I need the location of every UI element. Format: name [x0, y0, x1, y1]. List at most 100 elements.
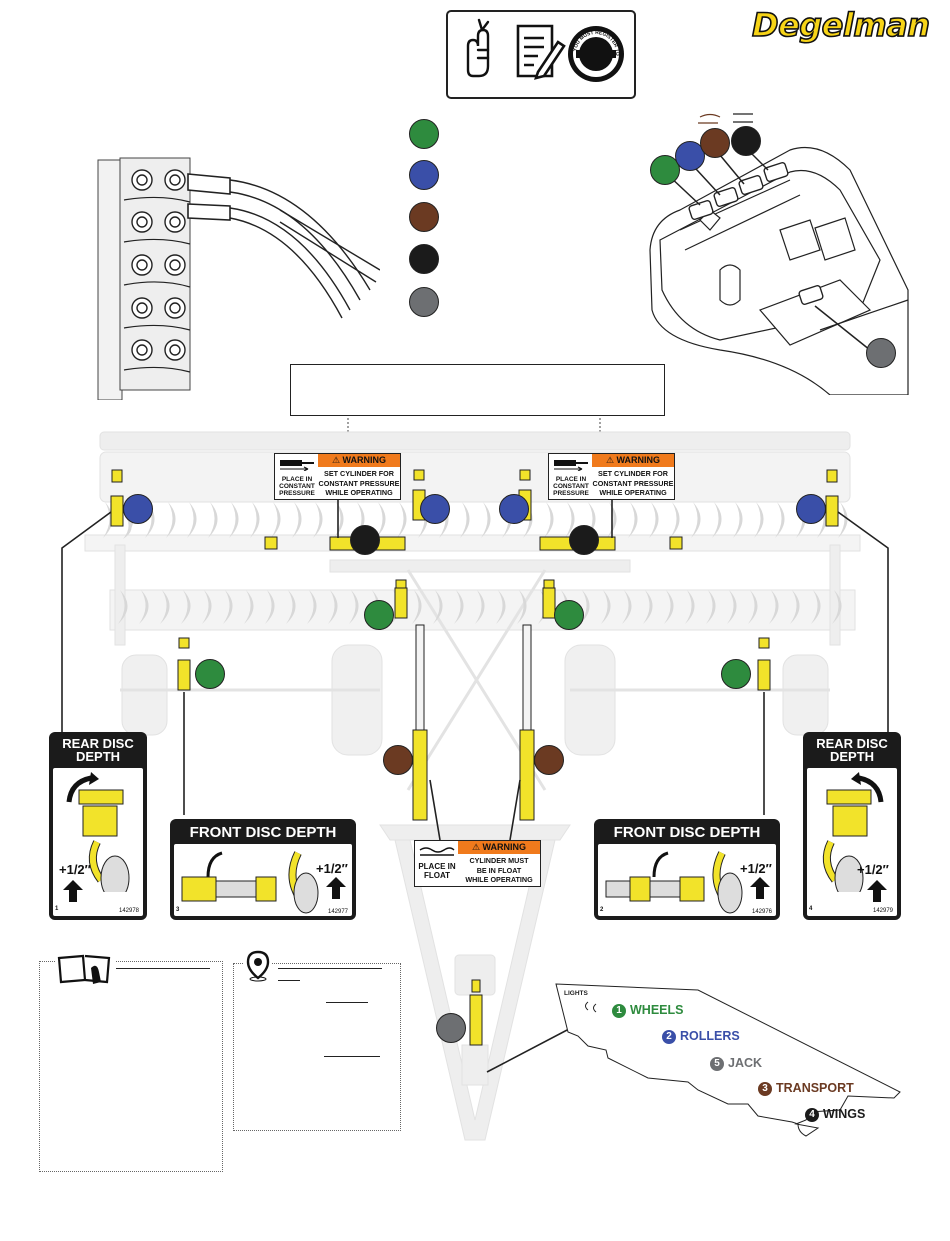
- disc-blade: [559, 590, 569, 624]
- disc-blade: [733, 502, 743, 538]
- disc-blade: [601, 590, 611, 624]
- finger-string-icon: [466, 18, 490, 78]
- tractor-control-console: [649, 113, 909, 395]
- warning-header: ⚠ WARNING: [592, 454, 674, 467]
- disc-blade: [412, 590, 422, 624]
- hose-coupler-illustration: [80, 150, 380, 400]
- manual-book-icon: [55, 952, 115, 986]
- disc-blade: [496, 590, 506, 624]
- disc-blade: [397, 502, 407, 538]
- key-dot-green: [409, 119, 439, 149]
- jack-dot-gray: [436, 1013, 466, 1043]
- rear-wheel-right-dot-blue: [796, 494, 826, 524]
- reminder-icon-box: YOU MUST REGISTER TO BE ELIGIBLE FOR: [446, 10, 636, 99]
- disc-blade: [370, 590, 380, 624]
- arrow-up-icon: [326, 877, 346, 899]
- front-left-dot-green: [364, 600, 394, 630]
- wheel-left-dot-green: [195, 659, 225, 689]
- disc-blade: [643, 590, 653, 624]
- location-heading-line-2: [278, 980, 300, 981]
- disc-blade: [250, 502, 260, 538]
- warning-header: ⚠ WARNING: [458, 841, 540, 854]
- disc-blade: [565, 502, 575, 538]
- key-dot-blue: [409, 160, 439, 190]
- disc-blade: [712, 502, 722, 538]
- disc-blade: [769, 590, 779, 624]
- wing-right-dot-black: [569, 525, 599, 555]
- disc-blade: [544, 502, 554, 538]
- disc-blade: [292, 502, 302, 538]
- rear-disc-depth-decal-left: REAR DISC DEPTH +1/2″ 1 142978: [49, 732, 147, 920]
- disc-blade: [160, 590, 170, 624]
- disc-blade: [202, 590, 212, 624]
- disc-blade: [307, 590, 317, 624]
- float-wave-icon: [419, 847, 455, 856]
- disc-blade: [433, 590, 443, 624]
- disc-blade: [622, 590, 632, 624]
- disc-blade: [775, 502, 785, 538]
- key-dot-brown: [409, 202, 439, 232]
- disc-blade: [454, 590, 464, 624]
- disc-blade: [580, 590, 590, 624]
- disc-blade: [607, 502, 617, 538]
- disc-blade: [313, 502, 323, 538]
- disc-blade: [460, 502, 470, 538]
- disc-blade: [649, 502, 659, 538]
- front-disc-adjust-illustration: [181, 851, 319, 914]
- disc-blade: [229, 502, 239, 538]
- rear-disc-depth-decal-right: REAR DISC DEPTH +1/2″ 4 142979: [803, 732, 901, 920]
- roller-right-dot-blue: [499, 494, 529, 524]
- warning-header: ⚠ WARNING: [318, 454, 400, 467]
- disc-blade: [475, 590, 485, 624]
- note-box: [290, 364, 665, 416]
- disc-blade: [586, 502, 596, 538]
- disc-blade: [727, 590, 737, 624]
- disc-blade: [706, 590, 716, 624]
- disc-blade: [223, 590, 233, 624]
- wing-left-dot-black: [350, 525, 380, 555]
- document-pen-icon: [516, 24, 566, 80]
- disc-blade: [811, 590, 821, 624]
- disc-blade: [286, 590, 296, 624]
- disc-blade: [139, 590, 149, 624]
- disc-blade: [481, 502, 491, 538]
- disc-blade: [271, 502, 281, 538]
- disc-blade: [118, 590, 128, 624]
- wheel-right-dot-green: [721, 659, 751, 689]
- rear-wheel-left-dot-blue: [123, 494, 153, 524]
- disc-blade: [355, 502, 365, 538]
- rear-disc-adjust-illustration: [66, 772, 130, 892]
- disc-blade: [670, 502, 680, 538]
- arrow-up-icon: [750, 877, 770, 899]
- disc-blade: [754, 502, 764, 538]
- disc-blade: [208, 502, 218, 538]
- disc-blade: [748, 590, 758, 624]
- location-notes-box: [233, 948, 401, 1131]
- brand-logo: Degelman: [751, 5, 931, 45]
- svg-text:LIGHTS: LIGHTS: [564, 990, 588, 997]
- roller-left-dot-blue: [420, 494, 450, 524]
- front-disc-depth-decal-right: FRONT DISC DEPTH +1/2″ 2 142976: [594, 819, 780, 920]
- disc-blade: [244, 590, 254, 624]
- arrow-up-icon: [867, 880, 887, 902]
- transport-right-dot-brown: [534, 745, 564, 775]
- location-pin-icon: [244, 948, 272, 982]
- key-dot-black: [409, 244, 439, 274]
- rear-disc-adjust-illustration: [822, 772, 884, 892]
- disc-blade: [790, 590, 800, 624]
- manual-heading-line: [116, 968, 210, 969]
- cylinder-pressure-icon: [554, 460, 588, 471]
- location-field-line-1: [326, 1002, 368, 1003]
- disc-blade: [103, 502, 113, 538]
- disc-blade: [691, 502, 701, 538]
- disc-blade: [628, 502, 638, 538]
- disc-blade: [328, 590, 338, 624]
- location-field-line-2: [324, 1056, 380, 1057]
